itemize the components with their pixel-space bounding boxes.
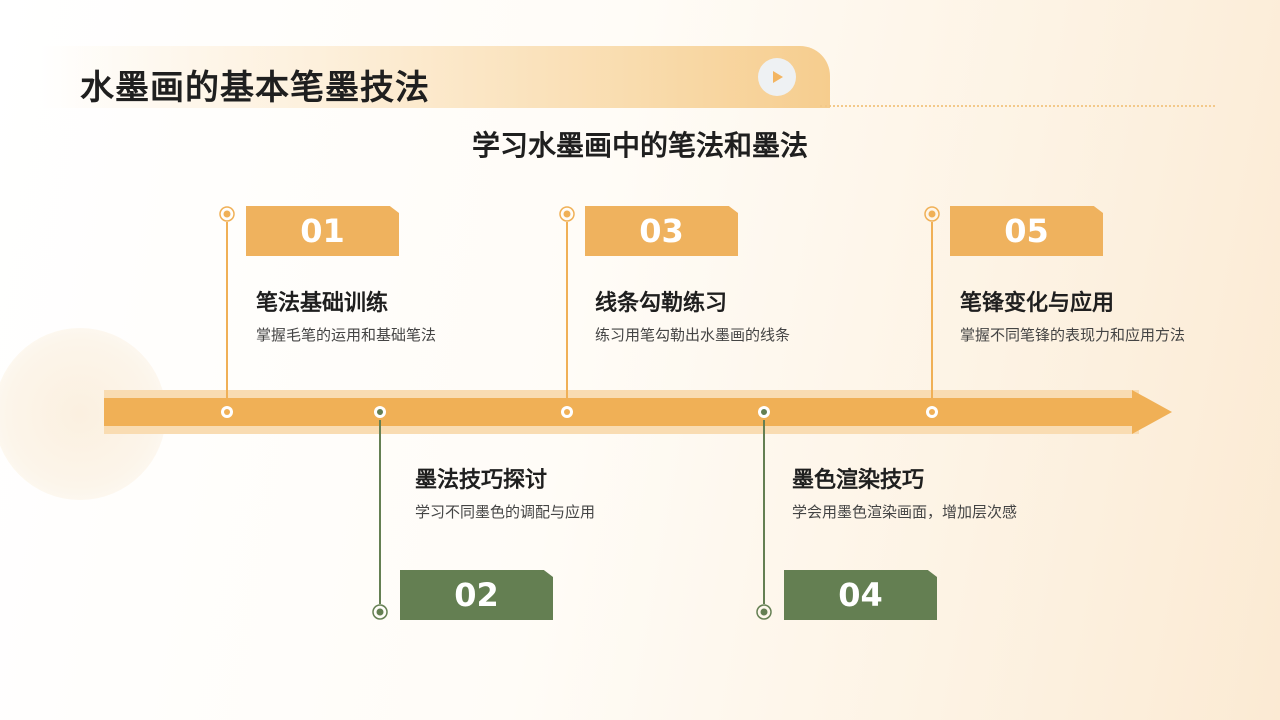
- play-icon: [773, 71, 783, 83]
- step-desc-04: 学会用墨色渲染画面，增加层次感: [792, 503, 1018, 521]
- play-button[interactable]: [758, 58, 796, 96]
- marker-dot-04-bottom: [756, 604, 772, 620]
- step-title-03: 线条勾勒练习: [595, 291, 728, 316]
- step-number-01: 01: [246, 206, 399, 256]
- arrow-dot-04: [758, 406, 770, 418]
- step-number-02: 02: [400, 570, 553, 620]
- step-number-05: 05: [950, 206, 1103, 256]
- step-desc-02: 学习不同墨色的调配与应用: [415, 503, 596, 521]
- step-desc-03: 练习用笔勾勒出水墨画的线条: [595, 326, 791, 344]
- step-number-04: 04: [784, 570, 937, 620]
- subtitle: 学习水墨画中的笔法和墨法: [471, 129, 808, 162]
- timeline-arrow: [104, 390, 1172, 434]
- page-title: 水墨画的基本笔墨技法: [80, 68, 430, 108]
- step-desc-01: 掌握毛笔的运用和基础笔法: [256, 326, 437, 344]
- step-title-05: 笔锋变化与应用: [960, 291, 1115, 316]
- marker-dot-01-top: [219, 206, 235, 222]
- arrow-dot-05: [926, 406, 938, 418]
- arrow-dot-03: [561, 406, 573, 418]
- step-title-01: 笔法基础训练: [256, 291, 389, 316]
- step-title-02: 墨法技巧探讨: [415, 468, 548, 493]
- marker-dot-03-top: [559, 206, 575, 222]
- marker-dot-05-top: [924, 206, 940, 222]
- step-desc-05: 掌握不同笔锋的表现力和应用方法: [960, 326, 1186, 344]
- title-band: [40, 46, 830, 108]
- title-divider: [820, 105, 1215, 107]
- marker-dot-02-bottom: [372, 604, 388, 620]
- step-title-04: 墨色渲染技巧: [792, 468, 925, 493]
- step-number-03: 03: [585, 206, 738, 256]
- arrow-dot-02: [374, 406, 386, 418]
- arrow-dot-01: [221, 406, 233, 418]
